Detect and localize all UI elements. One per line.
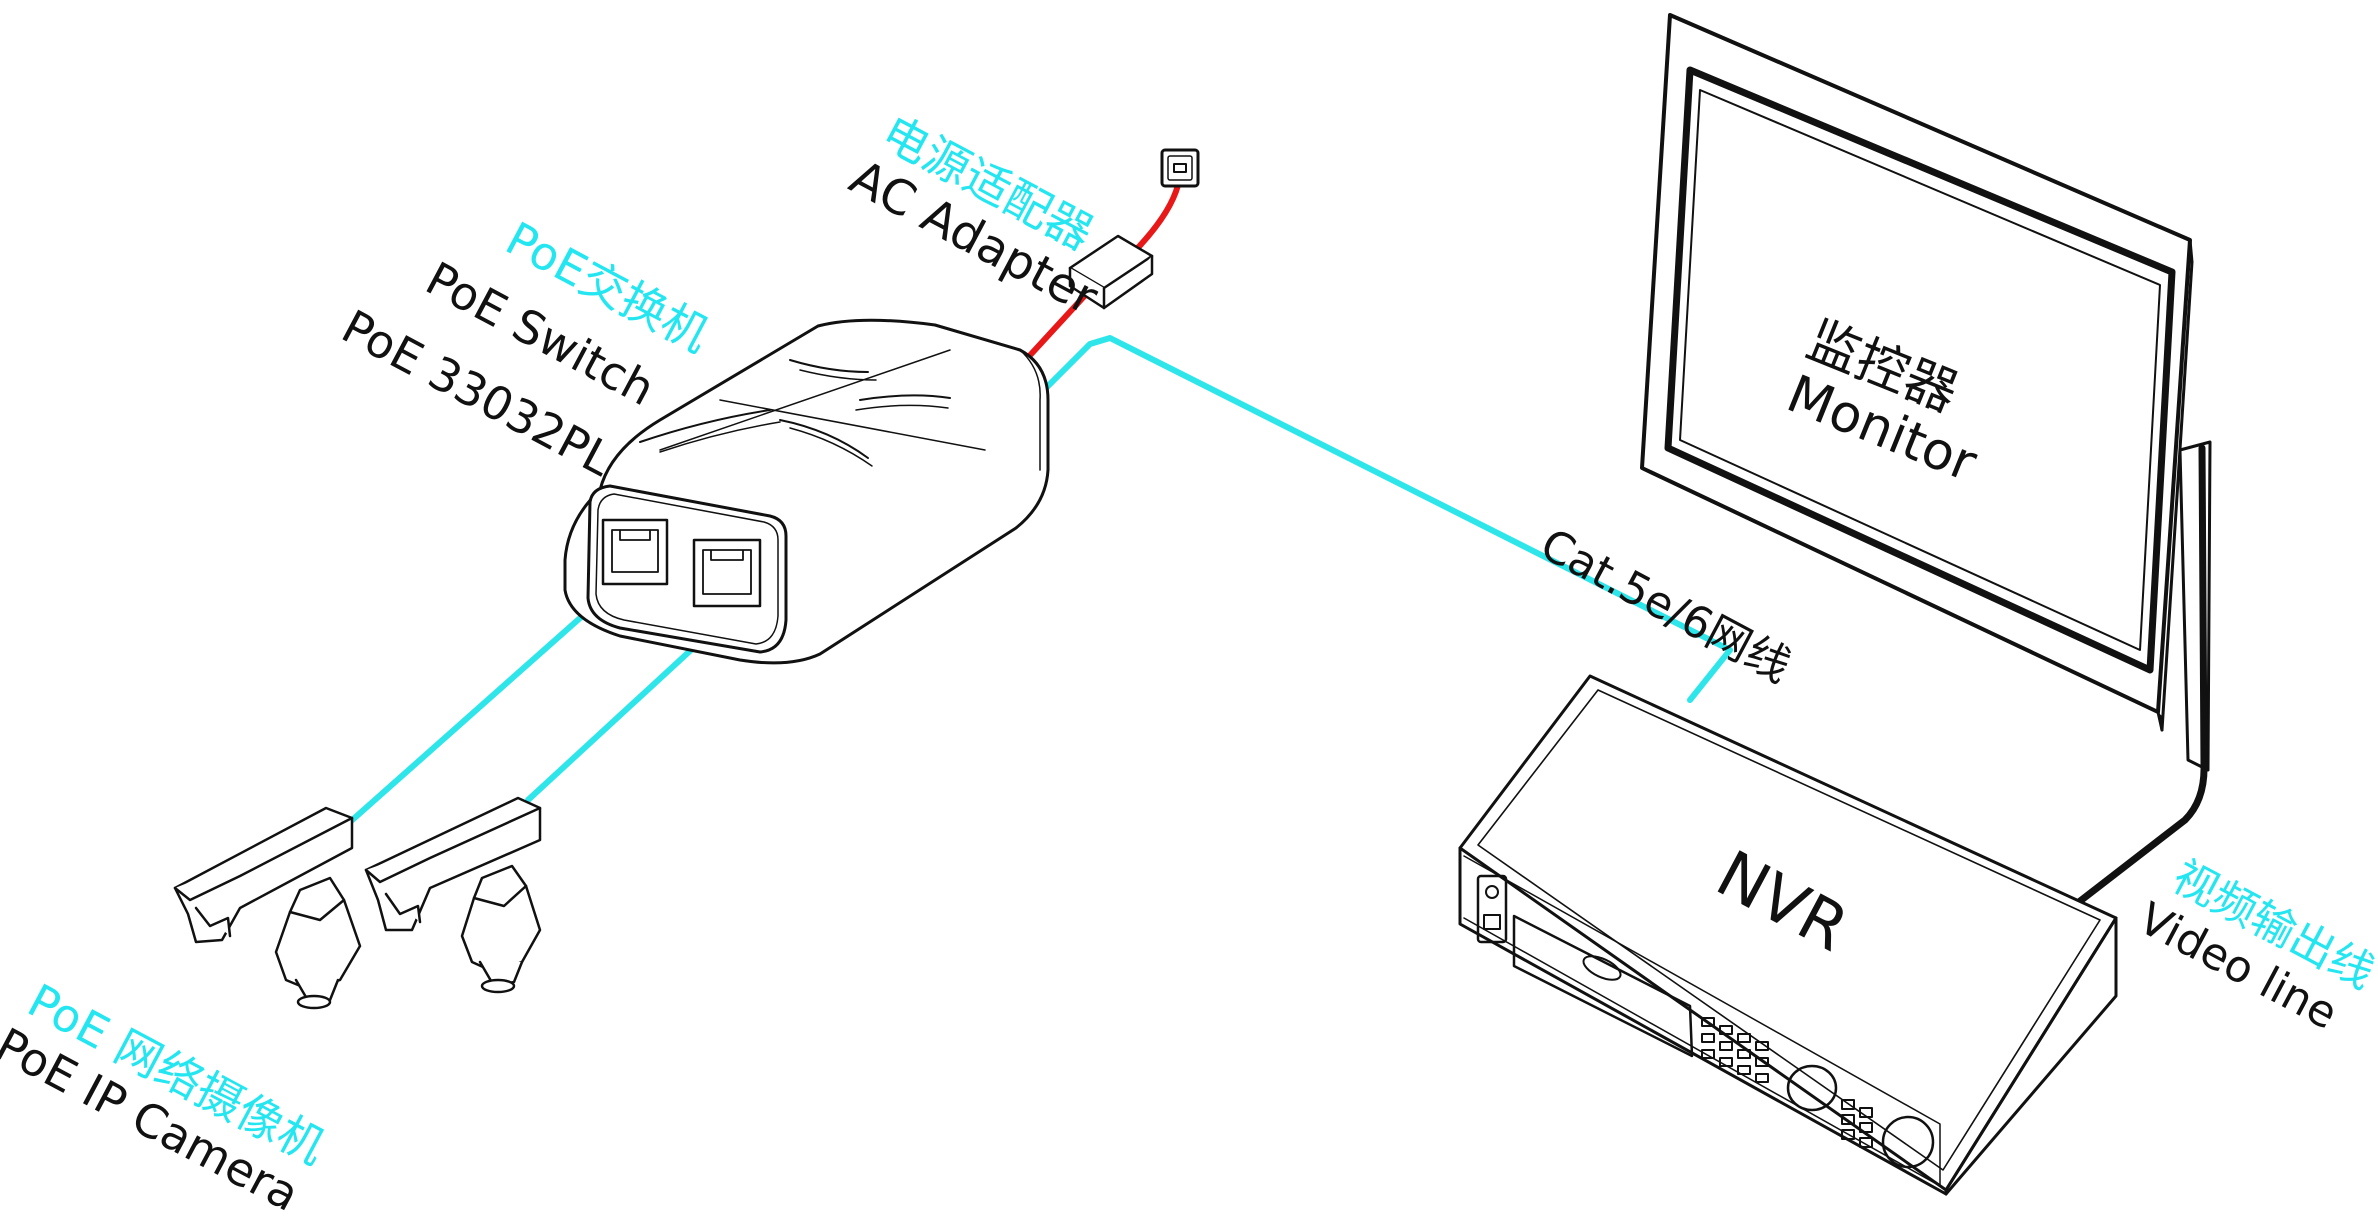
ip-camera-1 [173, 806, 362, 1010]
monitor [1640, 13, 2212, 772]
nvr [1458, 674, 2118, 1196]
nvr-cable [1043, 335, 1733, 703]
video-line-cable [2071, 444, 2208, 909]
power-cable-2 [1129, 182, 1181, 257]
wall-outlet [1160, 148, 1200, 188]
ip-camera-2 [364, 796, 542, 994]
poe-switch [563, 318, 1050, 665]
power-cable-1 [1019, 287, 1093, 367]
ac-adapter [1068, 234, 1154, 310]
